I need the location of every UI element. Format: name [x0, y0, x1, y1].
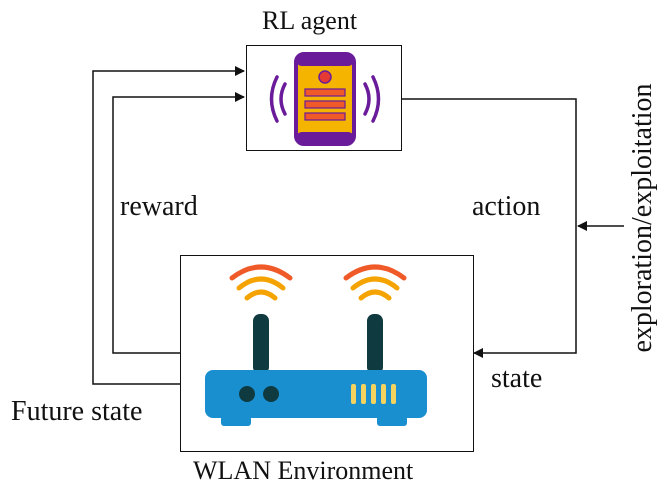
reward-arrow	[112, 92, 245, 354]
agent-box	[246, 45, 402, 151]
future-state-label: Future state	[11, 396, 143, 427]
agent-label: RL agent	[262, 6, 358, 35]
future-state-arrow	[92, 66, 245, 385]
smartphone-icon	[269, 52, 381, 146]
environment-label: WLAN Environment	[193, 456, 414, 485]
environment-box	[180, 255, 474, 452]
state-label: state	[491, 363, 543, 394]
router-icon	[205, 264, 427, 426]
action-state-arrow	[402, 98, 577, 358]
reward-label: reward	[120, 191, 198, 222]
exploration-label: exploration/exploitation	[627, 83, 658, 353]
action-label: action	[472, 191, 541, 222]
